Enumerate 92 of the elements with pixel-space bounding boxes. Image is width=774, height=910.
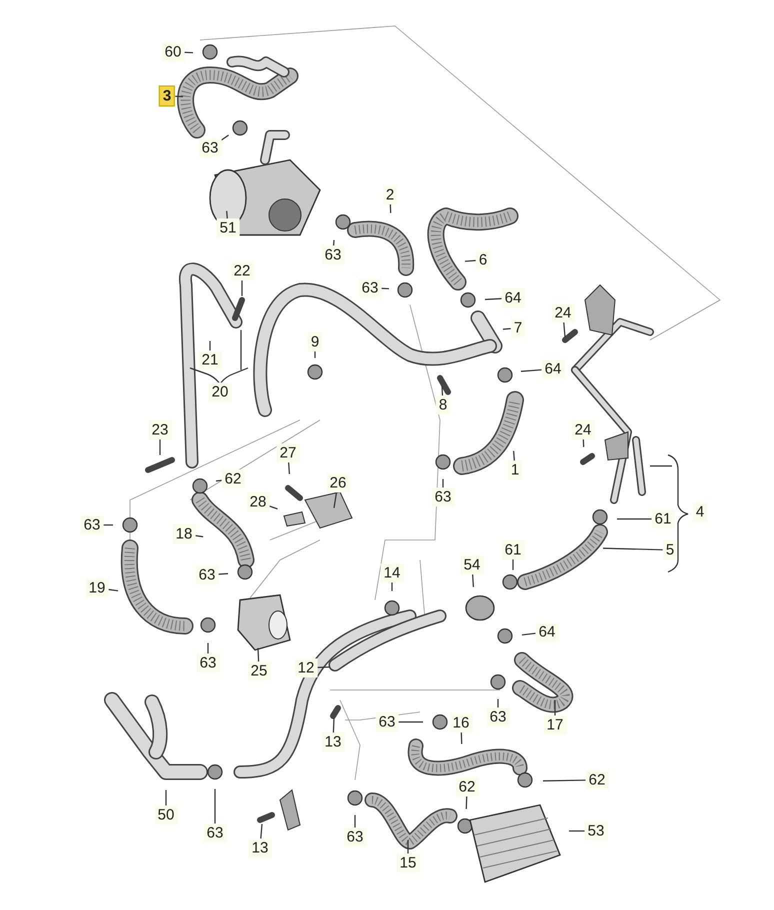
leader-line — [522, 632, 536, 636]
callout-number: 20 — [208, 382, 232, 402]
leader-line — [288, 462, 290, 474]
leader-line — [484, 298, 502, 300]
callout-number: 64 — [502, 288, 524, 308]
callout-number: 62 — [586, 770, 608, 790]
leader-line — [354, 815, 356, 828]
leader-line — [441, 386, 444, 396]
leader-line — [617, 518, 652, 520]
callout-number: 18 — [172, 524, 196, 544]
callout-number: 1 — [508, 460, 522, 480]
leader-line — [472, 574, 474, 588]
callout-number: 21 — [198, 350, 222, 370]
leader-line — [214, 789, 216, 824]
leader-line — [333, 492, 338, 508]
leader-line — [209, 341, 211, 350]
callout-number: 6 — [476, 250, 490, 270]
callout-number: 4 — [692, 502, 708, 522]
callout-number: 61 — [502, 540, 524, 560]
callout-number: 63 — [432, 488, 454, 506]
callout-number: 53 — [584, 822, 608, 840]
callout-number: 7 — [510, 318, 526, 338]
leader-line — [269, 505, 278, 510]
leader-line — [332, 718, 335, 733]
callout-number: 13 — [248, 838, 272, 858]
callout-number: 63 — [344, 828, 366, 846]
callout-number: 9 — [308, 332, 322, 352]
callout-number: 12 — [294, 658, 318, 678]
callout-number: 63 — [198, 138, 222, 158]
leader-line — [513, 450, 515, 461]
leader-line — [241, 280, 243, 296]
callout-number: 28 — [246, 492, 270, 512]
leader-line — [563, 322, 566, 338]
callout-number: 17 — [544, 716, 566, 734]
callout-number: 8 — [436, 396, 450, 414]
leader-line — [520, 369, 542, 372]
callout-number: 5 — [662, 540, 678, 560]
leader-line — [257, 648, 260, 662]
leader-line — [317, 666, 330, 668]
leader-line — [407, 840, 409, 854]
callout-number: 26 — [326, 474, 350, 492]
leader-line — [602, 548, 663, 550]
leader-line — [464, 260, 476, 262]
callout-number: 14 — [380, 564, 404, 582]
leader-line — [260, 824, 263, 839]
callout-number: 62 — [222, 470, 244, 488]
callout-number: 63 — [80, 516, 104, 534]
leader-line — [216, 480, 222, 482]
callout-number: 64 — [542, 360, 564, 378]
callout-number: 63 — [358, 278, 382, 298]
leader-line — [502, 328, 511, 330]
callout-number: 64 — [536, 622, 558, 642]
callout-number: 63 — [322, 246, 344, 264]
leader-line — [554, 700, 556, 716]
callout-number: 22 — [230, 262, 254, 280]
callout-number: 27 — [276, 444, 300, 462]
callout-number: 23 — [148, 420, 172, 440]
leader-line — [543, 780, 586, 782]
callout-number: 19 — [86, 578, 108, 598]
leader-line — [398, 721, 423, 723]
callout-number: 25 — [248, 662, 270, 680]
callout-number: 61 — [652, 510, 674, 528]
callout-number: 24 — [572, 420, 594, 440]
leader-line — [512, 560, 514, 570]
leader-line — [108, 588, 118, 592]
leader-line — [218, 573, 228, 575]
leader-line — [333, 240, 335, 246]
callout-number: 62 — [456, 778, 478, 796]
callout-number: 60 — [162, 42, 184, 62]
highlighted-callout-number: 3 — [158, 86, 176, 106]
callout-number: 50 — [154, 806, 178, 824]
leader-line — [569, 830, 585, 832]
leader-line — [165, 790, 167, 806]
leader-line — [207, 643, 209, 654]
callout-number: 13 — [322, 732, 344, 752]
callout-number: 2 — [382, 186, 398, 204]
callout-number: 24 — [552, 304, 574, 322]
callout-number: 15 — [396, 854, 420, 872]
callout-number: 63 — [486, 708, 510, 726]
callout-number: 51 — [216, 218, 240, 238]
callout-number: 16 — [450, 714, 472, 732]
callout-number: 63 — [376, 712, 398, 732]
callout-number: 63 — [196, 654, 220, 672]
callout-number: 63 — [196, 566, 218, 584]
leader-line — [221, 134, 229, 141]
leader-line — [460, 732, 462, 744]
callout-number: 63 — [204, 824, 226, 842]
leader-line — [103, 524, 113, 526]
leader-line — [226, 210, 228, 219]
leader-line — [466, 796, 468, 810]
leader-line — [159, 440, 161, 455]
callout-number: 54 — [460, 556, 484, 574]
